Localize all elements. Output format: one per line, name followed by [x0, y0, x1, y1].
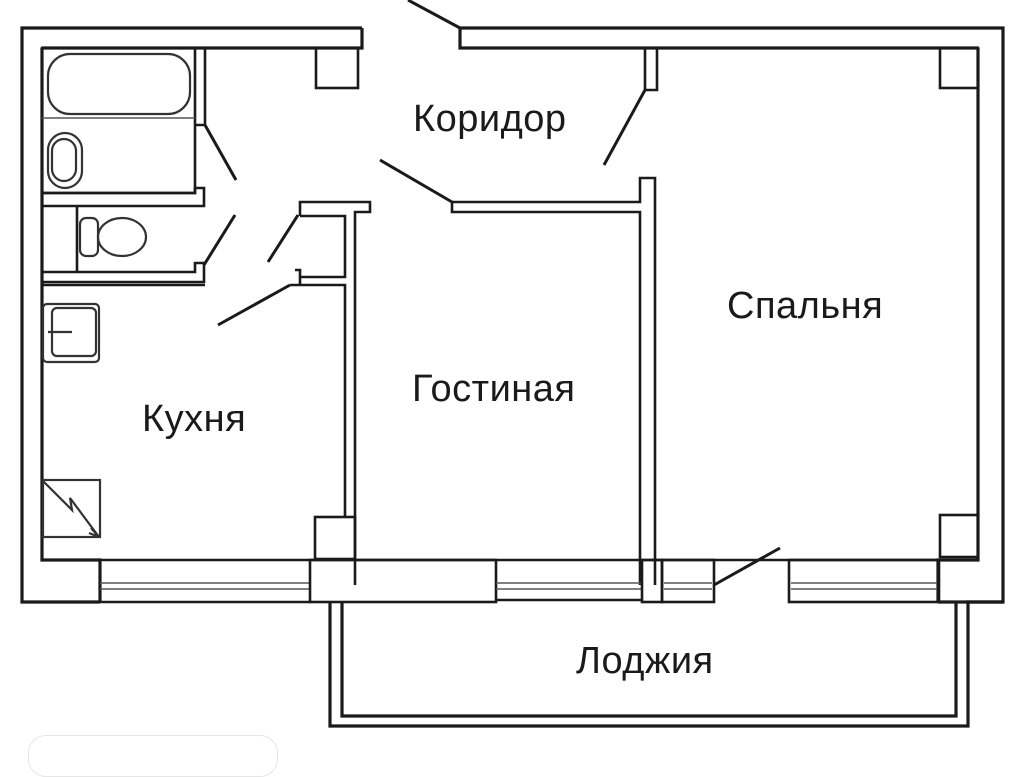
bathtub-icon [46, 52, 192, 116]
kitchen-sink-icon [41, 302, 101, 364]
room-label-living: Гостиная [412, 368, 576, 410]
toilet-icon [96, 216, 148, 258]
window-wall [100, 546, 941, 604]
outer-wall [20, 26, 1005, 604]
pillar [938, 513, 980, 559]
toilet-room [40, 206, 237, 284]
room-label-bedroom: Спальня [727, 285, 884, 327]
room-label-corridor: Коридор [413, 98, 567, 140]
room-label-loggia: Лоджия [576, 640, 714, 682]
bottom-card [28, 735, 278, 777]
bathroom [40, 46, 238, 208]
room-label-kitchen: Кухня [142, 398, 247, 440]
closet [266, 200, 372, 585]
loggia [328, 600, 1003, 728]
washbasin-icon [46, 131, 84, 190]
kitchen [41, 283, 357, 561]
pillar [938, 46, 980, 90]
balcony-door [713, 546, 781, 587]
corridor-walls [314, 46, 659, 585]
floor-plan [20, 0, 1005, 728]
stove-icon [41, 478, 102, 539]
entrance-door [407, 0, 461, 30]
